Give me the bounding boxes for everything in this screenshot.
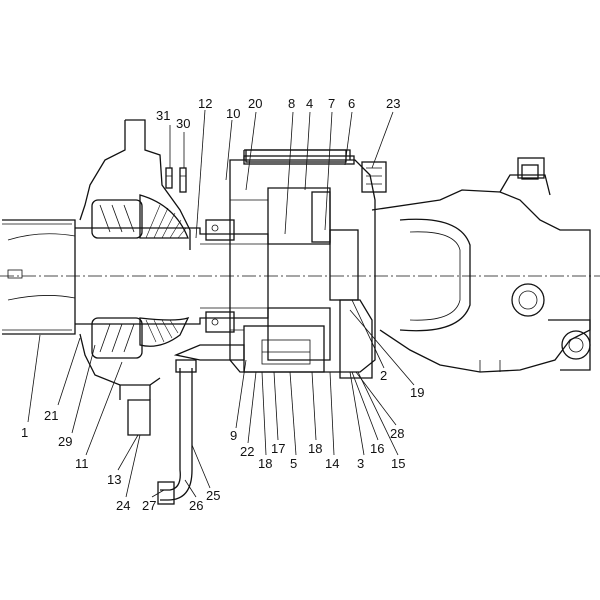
callout-14: 14 — [325, 456, 339, 471]
callout-24: 24 — [116, 498, 130, 513]
leader-lines — [27, 109, 415, 498]
callout-16: 16 — [370, 441, 384, 456]
tie-bolt — [243, 155, 355, 165]
callout-3: 3 — [357, 456, 364, 471]
callout-17: 17 — [271, 441, 285, 456]
callout-18-a: 18 — [258, 456, 272, 471]
callout-2: 2 — [380, 368, 387, 383]
callout-1: 1 — [21, 425, 28, 440]
output-drum — [2, 219, 76, 335]
callout-6: 6 — [348, 96, 355, 111]
breather-plug — [361, 161, 387, 193]
callout-13: 13 — [107, 472, 121, 487]
callout-12: 12 — [198, 96, 212, 111]
callout-20: 20 — [248, 96, 262, 111]
planetary-housing — [205, 149, 376, 379]
callout-19: 19 — [410, 385, 424, 400]
callout-30: 30 — [176, 116, 190, 131]
callout-15: 15 — [391, 456, 405, 471]
callout-23: 23 — [386, 96, 400, 111]
callout-labels: 1 2 3 4 5 6 7 8 9 10 11 12 13 14 15 16 1… — [21, 96, 424, 513]
callout-18-b: 18 — [308, 441, 322, 456]
callout-9: 9 — [230, 428, 237, 443]
callout-4: 4 — [306, 96, 313, 111]
callout-26: 26 — [189, 498, 203, 513]
hydraulic-motor — [371, 157, 591, 373]
hub-housing — [79, 119, 191, 436]
callout-31: 31 — [156, 108, 170, 123]
callout-11: 11 — [75, 456, 89, 471]
callout-25: 25 — [206, 488, 220, 503]
main-shaft — [75, 227, 269, 325]
callout-7: 7 — [328, 96, 335, 111]
planet-pin — [173, 344, 245, 361]
callout-10: 10 — [226, 106, 240, 121]
callout-28: 28 — [390, 426, 404, 441]
callout-8: 8 — [288, 96, 295, 111]
callout-5: 5 — [290, 456, 297, 471]
callout-29: 29 — [58, 434, 72, 449]
callout-27: 27 — [142, 498, 156, 513]
callout-22: 22 — [240, 444, 254, 459]
set-screws — [165, 167, 187, 193]
callout-21: 21 — [44, 408, 58, 423]
drain-pipe — [157, 359, 197, 505]
